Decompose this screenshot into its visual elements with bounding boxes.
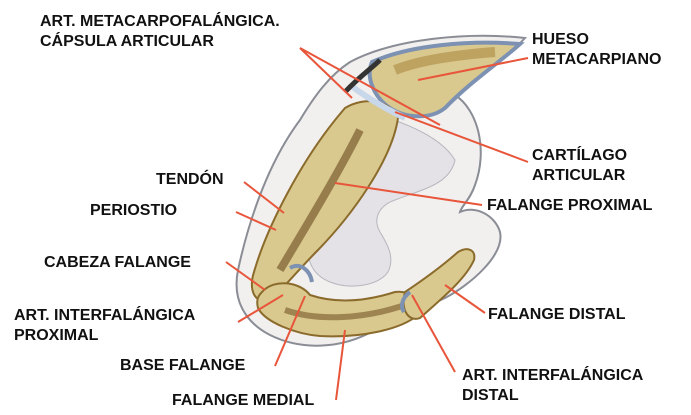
label-cartilago-articular: CARTÍLAGO ARTICULAR [532, 146, 627, 186]
label-cartilago-line2: ARTICULAR [532, 166, 627, 186]
leader-distal-phalanx [445, 285, 485, 313]
label-falange-distal: FALANGE DISTAL [488, 305, 625, 325]
label-art-metacarpofalangica: ART. METACARPOFALÁNGICA. CÁPSULA ARTICUL… [40, 12, 280, 52]
label-art-metacarpofalangica-line2: CÁPSULA ARTICULAR [40, 32, 280, 52]
label-periostio: PERIOSTIO [90, 201, 177, 221]
label-tendon: TENDÓN [156, 170, 224, 190]
label-cartilago-line1: CARTÍLAGO [532, 146, 627, 166]
label-hueso-line1: HUESO [532, 30, 661, 50]
label-falange-proximal: FALANGE PROXIMAL [487, 196, 652, 216]
label-art-interfalangica-distal: ART. INTERFALÁNGICA DISTAL [462, 366, 643, 406]
label-art-interfalangica-proximal: ART. INTERFALÁNGICA PROXIMAL [14, 306, 195, 346]
label-art-interfalangica-distal-line1: ART. INTERFALÁNGICA [462, 366, 643, 386]
label-cabeza-falange: CABEZA FALANGE [44, 253, 191, 273]
label-art-interfalangica-proximal-line1: ART. INTERFALÁNGICA [14, 306, 195, 326]
label-base-falange: BASE FALANGE [120, 356, 245, 376]
label-art-interfalangica-proximal-line2: PROXIMAL [14, 326, 195, 346]
label-hueso-line2: METACARPIANO [532, 50, 661, 70]
label-art-interfalangica-distal-line2: DISTAL [462, 386, 643, 406]
label-hueso-metacarpiano: HUESO METACARPIANO [532, 30, 661, 70]
label-falange-medial: FALANGE MEDIAL [172, 391, 314, 411]
label-art-metacarpofalangica-line1: ART. METACARPOFALÁNGICA. [40, 12, 280, 32]
